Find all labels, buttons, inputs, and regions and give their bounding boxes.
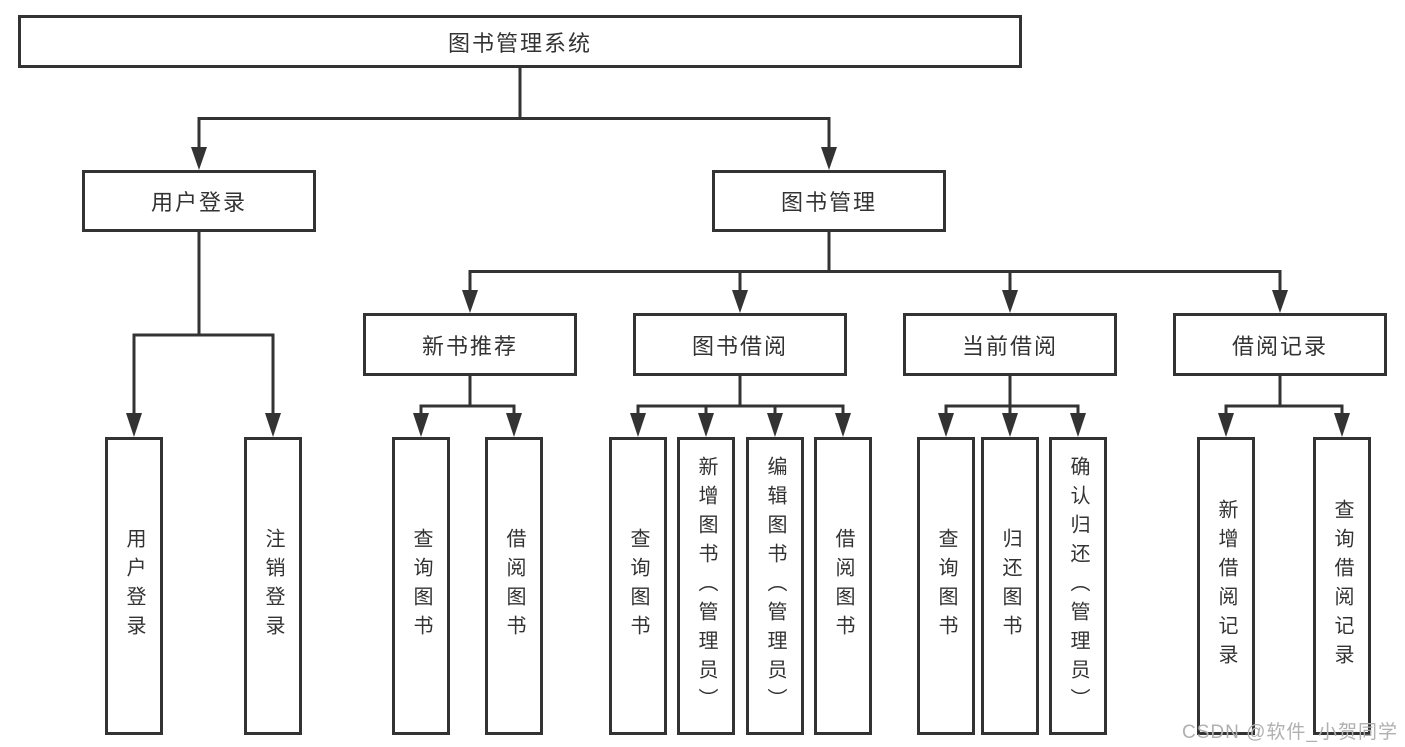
leaf-query-books-current: 查询图书 [917,437,975,735]
leaf-label: 查询图书 [935,528,957,644]
leaf-label: 编辑图书（管理员） [764,455,786,717]
leaf-query-books-recommend: 查询图书 [392,437,450,735]
leaf-label: 注销登录 [262,528,284,644]
leaf-borrow-books-borrowing: 借阅图书 [814,437,872,735]
node-label: 图书借阅 [691,333,788,359]
leaf-label: 新增图书（管理员） [695,455,717,717]
leaf-logout: 注销登录 [244,437,302,735]
leaf-add-borrow-record: 新增借阅记录 [1197,437,1255,735]
leaf-return-books: 归还图书 [981,437,1039,735]
csdn-watermark: CSDN @软件_小贺同学 [1182,722,1398,743]
node-library-management-system: 图书管理系统 [18,15,1022,68]
node-label: 用户登录 [150,190,247,215]
node-label: 借阅记录 [1231,333,1328,359]
node-book-borrowing: 图书借阅 [633,313,847,376]
node-book-management: 图书管理 [712,170,946,232]
leaf-add-books-admin: 新增图书（管理员） [677,437,735,735]
node-label: 图书管理 [780,190,877,215]
node-label: 新书推荐 [421,333,518,359]
leaf-user-login: 用户登录 [105,437,163,735]
node-current-borrowing: 当前借阅 [903,313,1117,376]
leaf-query-books-borrowing: 查询图书 [609,437,667,735]
node-user-login: 用户登录 [82,170,316,232]
leaf-label: 借阅图书 [832,528,854,644]
leaf-label: 查询借阅记录 [1331,499,1353,673]
leaf-label: 确认归还（管理员） [1067,455,1089,717]
leaf-label: 新增借阅记录 [1215,499,1237,673]
leaf-label: 归还图书 [999,528,1021,644]
node-label: 图书管理系统 [447,30,592,56]
leaf-label: 用户登录 [123,528,145,644]
leaf-borrow-books-recommend: 借阅图书 [485,437,543,735]
node-new-book-recommendation: 新书推荐 [363,313,577,376]
leaf-edit-books-admin: 编辑图书（管理员） [746,437,804,735]
leaf-label: 查询图书 [410,528,432,644]
node-label: 当前借阅 [961,333,1058,359]
leaf-confirm-return-admin: 确认归还（管理员） [1049,437,1107,735]
leaf-label: 借阅图书 [503,528,525,644]
leaf-label: 查询图书 [627,528,649,644]
node-borrowing-records: 借阅记录 [1173,313,1387,376]
leaf-query-borrow-record: 查询借阅记录 [1313,437,1371,735]
